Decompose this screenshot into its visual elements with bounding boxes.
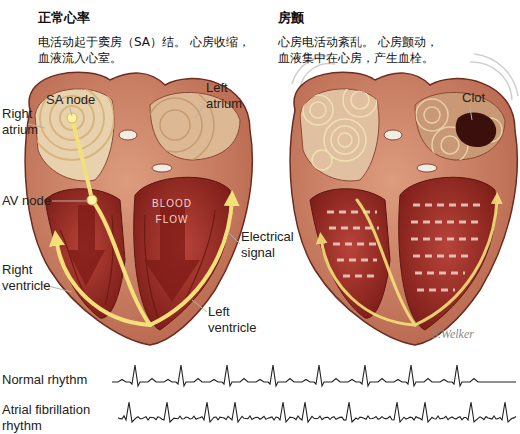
flow-stripe [415,272,465,275]
part-label: Electrical signal [241,229,307,261]
panel-description: 电活动起于窦房（SA）结。 心房收缩，血液流入心室。 [38,34,266,66]
ecg-traces [112,365,516,422]
wave-ring [310,102,326,118]
blood-clot [456,113,497,147]
wave-ring [136,86,214,164]
right-atrium [300,89,379,181]
leader-line [470,108,472,120]
part-label: Left ventricle [208,304,270,336]
blood-flow-arrow [67,205,105,286]
chaotic-waves [303,83,377,170]
afib-heart-body [290,72,517,345]
atrial-wave [30,76,114,160]
wave-ring [416,99,448,131]
av-node [87,195,97,205]
wave-ring [331,126,359,154]
flow-stripe [411,238,479,241]
wave-ring [343,83,377,117]
afib-heart [290,54,518,345]
flow-stripe [333,243,379,246]
leader-line [228,232,240,244]
wave-ring [351,91,369,109]
signal-path [321,238,415,325]
weak-flow-stripes [327,205,483,290]
part-label: Right ventricle [2,262,62,294]
leader-line [70,108,72,116]
leader-line [192,300,207,312]
wave-ring [338,133,352,147]
flow-stripe [417,289,455,292]
signal-path [72,118,92,200]
signal-path [56,238,150,325]
electrical-signal [56,118,232,325]
heart-valve [384,130,402,140]
part-label: AV node [2,193,51,209]
panel-description: 心房电活动紊乱。 心房颤动，血液集中在心房，产生血栓。 [278,34,516,66]
signal-path [357,200,415,325]
leader-lines [28,104,472,312]
wave-ring [40,86,104,150]
rhythm-label: Atrial fibrillation rhythm [2,402,114,434]
heart-outline [290,72,517,345]
flow-stripe [327,211,377,214]
left-atrium [415,92,505,160]
wave-ring [148,98,202,152]
panel-heading: 房颤 [278,10,304,26]
signal-path [92,200,150,325]
afib-ventricles [310,130,497,330]
left-ventricle [399,177,496,330]
artist-signature: S.Welker [432,326,474,342]
flow-stripe [411,221,483,224]
wave-ring [312,150,332,170]
rhythm-label: Normal rhythm [2,372,87,388]
flow-stripe [413,204,483,207]
leader-line [52,201,88,202]
wave-ring [424,107,440,123]
wave-ring [303,95,333,125]
wave-ring [60,106,84,130]
wave-ring [30,76,114,160]
chaotic-waves [416,99,502,163]
flow-label: BLOOD FLOW [146,196,198,228]
leader-line [195,104,205,118]
flow-stripe [337,259,377,262]
electrical-signal [321,198,497,325]
heart-valve [119,130,137,140]
wave-ring [441,136,459,154]
atrial-wave [136,86,214,164]
wave-ring [160,110,190,140]
normal-ecg-trace [112,365,516,386]
flow-stripe [413,255,473,258]
flow-stripe [343,275,375,278]
right-ventricle [310,189,390,318]
heart-valve [152,164,172,172]
part-label: Right atrium [2,106,46,138]
panel-heading: 正常心率 [38,10,90,26]
heart-valve [417,164,437,172]
signal-path [415,198,497,325]
part-label: Left atrium [206,80,250,112]
part-label: Clot [462,90,485,106]
afib-ecg-trace [118,402,516,422]
part-label: SA node [46,92,95,108]
